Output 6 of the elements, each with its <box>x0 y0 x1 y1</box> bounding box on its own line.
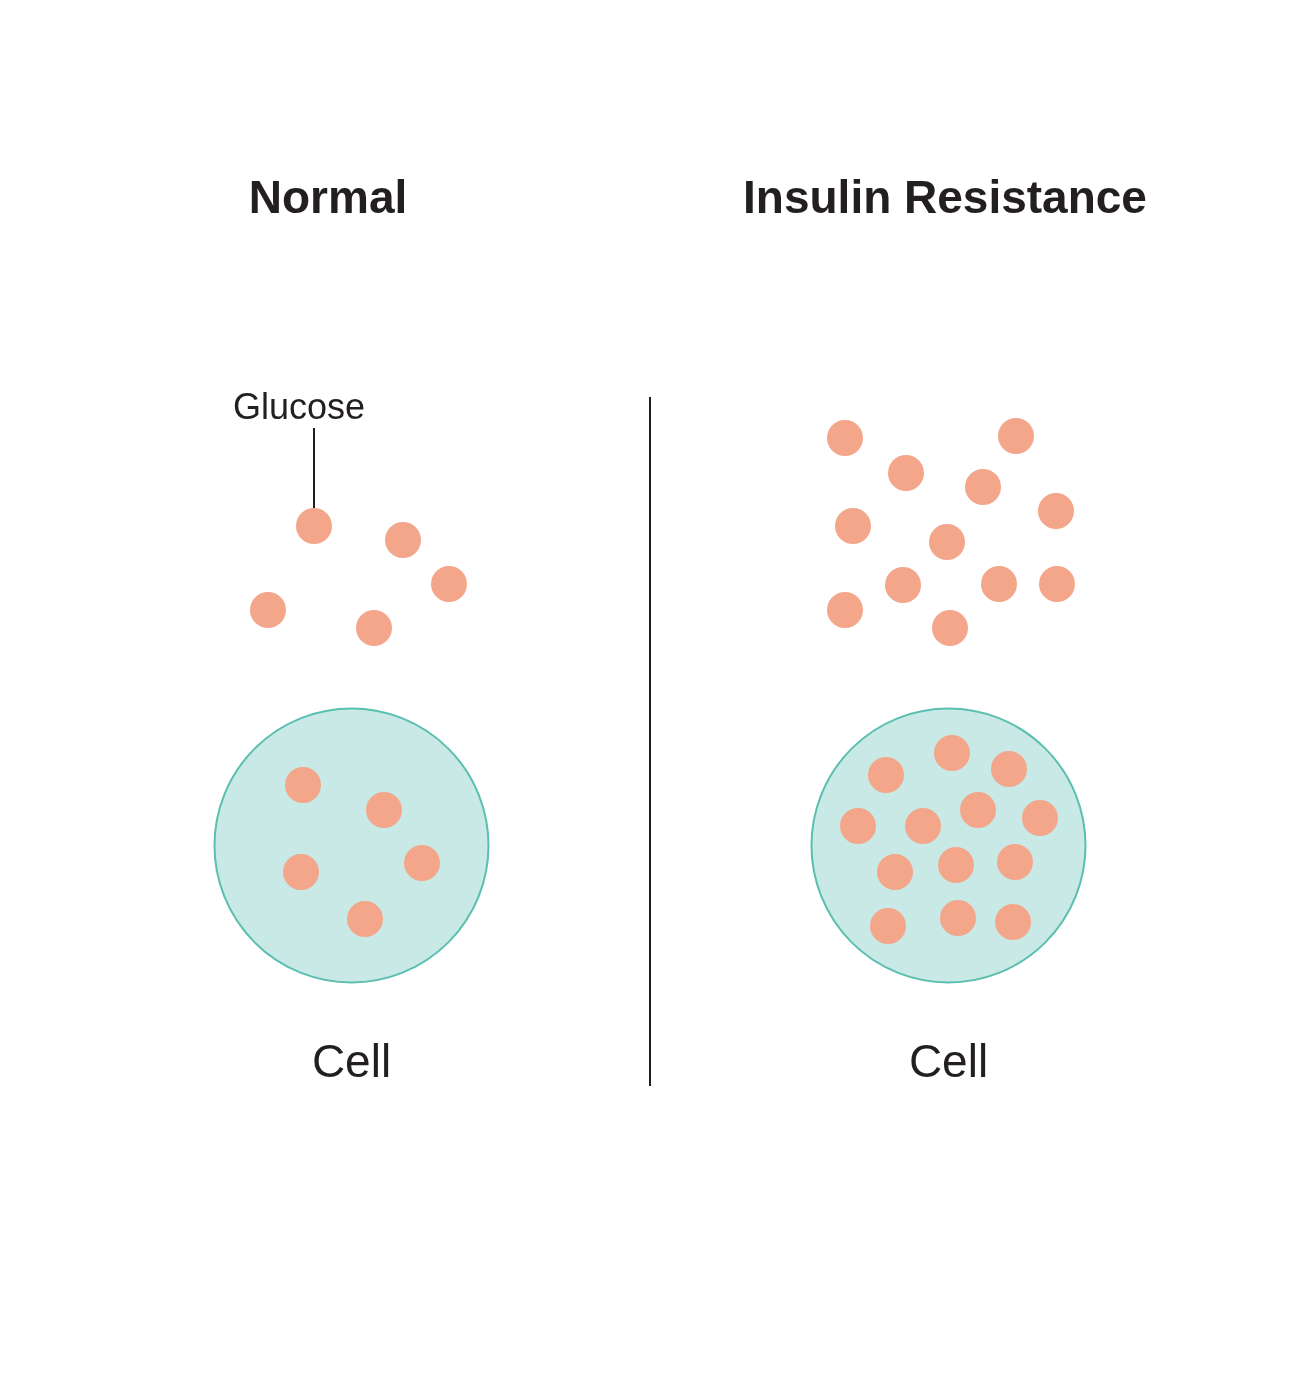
cell-label: Cell <box>311 1034 392 1088</box>
panel-heading: Insulin Resistance <box>743 170 1147 224</box>
panel-heading: Normal <box>248 170 408 224</box>
glucose-label: Glucose <box>233 386 367 428</box>
cell-label: Cell <box>908 1034 989 1088</box>
leader-line <box>313 427 315 509</box>
